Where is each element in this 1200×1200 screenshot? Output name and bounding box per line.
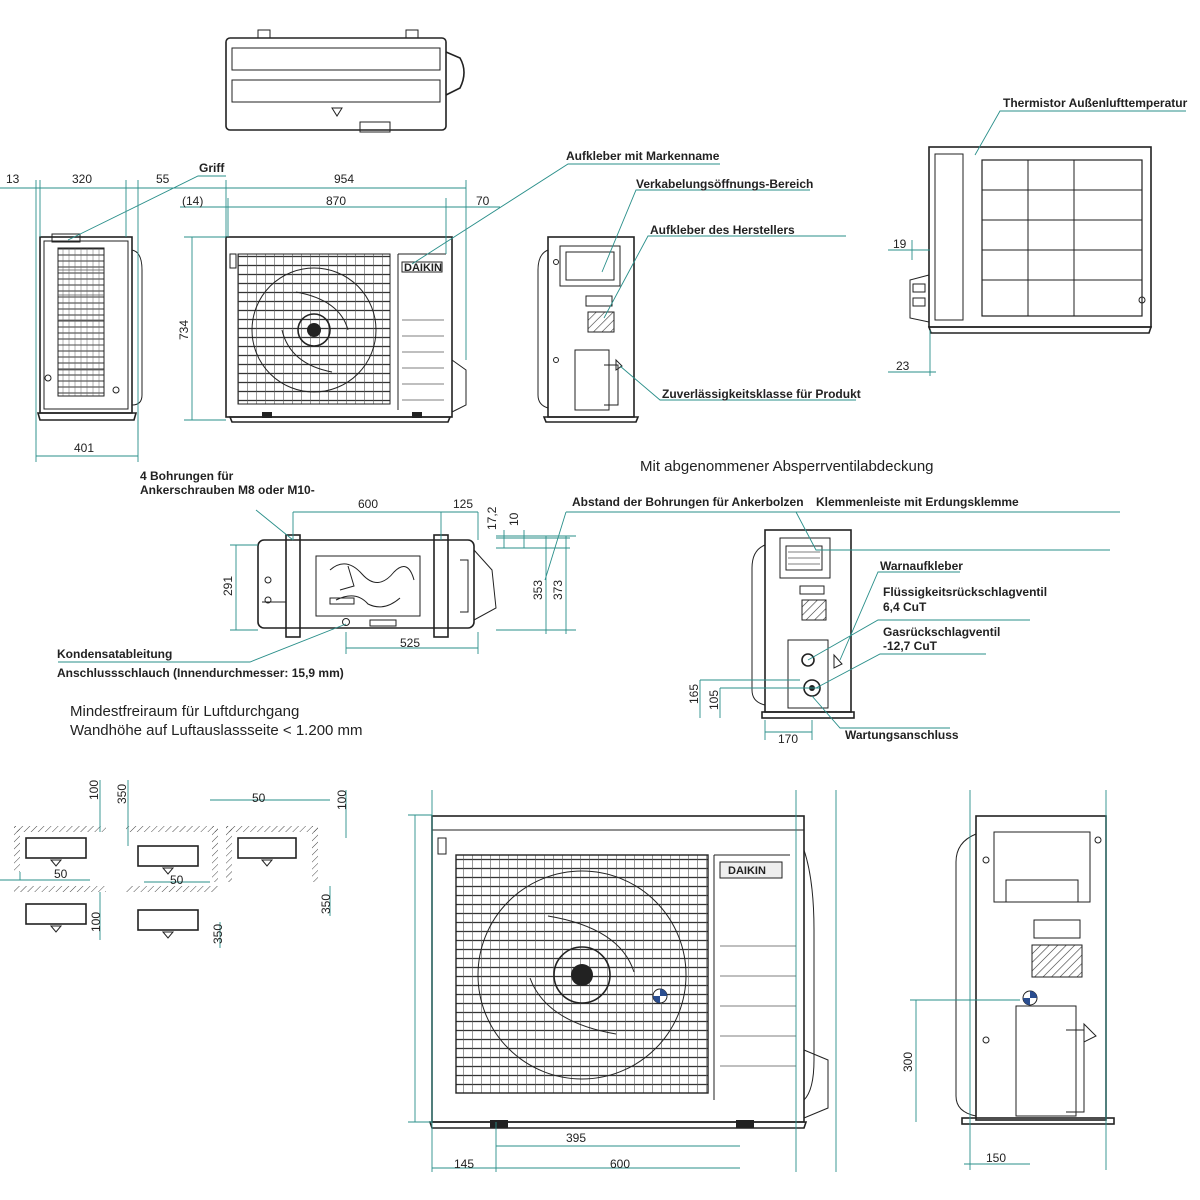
label-bohrungen-2: Ankerschrauben M8 oder M10- [140,483,315,497]
dim-55: 55 [156,172,170,186]
side-view-right [537,236,640,423]
label-kondensat-1: Kondensatableitung [57,647,172,661]
dim-70: 70 [476,194,490,208]
label-freiraum-1: Mindestfreiraum für Luftdurchgang [70,703,299,720]
label-mit-abgenommener: Mit abgenommener Absperrventilabdeckung [640,458,934,475]
big-145: 145 [454,1157,474,1171]
clear-100-c: 100 [89,912,103,932]
dim-165: 165 [687,684,701,704]
side-view-left [36,233,143,421]
bottom-view [257,534,497,638]
brand-badge-small: DAIKIN [404,262,442,274]
label-markenname: Aufkleber mit Markenname [566,149,720,163]
dimension-values: 13 320 55 954 (14) 870 70 734 401 19 23 … [6,172,1006,1171]
top-view [225,29,465,133]
dim-401: 401 [74,441,94,455]
label-griff: Griff [199,161,225,175]
clear-100-b: 100 [335,790,349,810]
label-kondensat-2: Anschlussschlauch (Innendurchmesser: 15,… [57,666,344,680]
dim-600-bottom: 600 [358,497,378,511]
label-gas-2: -12,7 CuT [883,639,938,653]
big-150: 150 [986,1151,1006,1165]
dim-105: 105 [707,690,721,710]
big-600: 600 [610,1157,630,1171]
label-gas-1: Gasrückschlagventil [883,625,1000,639]
label-zuverlaessigkeit: Zuverlässigkeitsklasse für Produkt [662,387,861,401]
label-abstand-bohrungen: Abstand der Bohrungen für Ankerbolzen [572,495,804,509]
label-klemmenleiste: Klemmenleiste mit Erdungsklemme [816,495,1019,509]
label-warnaufkleber: Warnaufkleber [880,559,963,573]
clear-350-a: 350 [115,784,129,804]
dim-954: 954 [334,172,354,186]
dim-734: 734 [177,320,191,340]
dim-353: 353 [531,580,545,600]
dim-373: 373 [551,580,565,600]
dim-23: 23 [896,359,910,373]
dim-170: 170 [778,732,798,746]
dimension-lines [0,110,1186,1172]
side-view-large [955,815,1115,1125]
label-freiraum-2: Wandhöhe auf Luftauslassseite < 1.200 mm [70,722,363,739]
clear-100-a: 100 [87,780,101,800]
rear-view [909,146,1153,334]
labels: Griff Aufkleber mit Markenname Verkabelu… [57,96,1188,742]
dim-291: 291 [221,576,235,596]
label-thermistor: Thermistor Außenlufttemperatur [1003,96,1188,110]
big-300: 300 [901,1052,915,1072]
label-hersteller: Aufkleber des Herstellers [650,223,795,237]
brand-badge-large: DAIKIN [728,865,766,877]
front-view-large [428,815,829,1129]
dim-19: 19 [893,237,907,251]
clear-50-a: 50 [252,791,266,805]
clearance-diagrams [14,826,318,939]
clear-50-c: 50 [170,873,184,887]
big-395: 395 [566,1131,586,1145]
valve-side-view [751,529,855,719]
label-fluessig-1: Flüssigkeitsrückschlagventil [883,585,1047,599]
dim-14: (14) [182,194,203,208]
dim-10: 10 [507,512,521,526]
datum-marker-icon [1022,990,1038,1006]
datum-marker-icon [652,988,668,1004]
dim-525: 525 [400,636,420,650]
front-view-top [225,236,467,423]
dim-125: 125 [453,497,473,511]
dim-870: 870 [326,194,346,208]
dim-17-2: 17,2 [485,506,499,530]
label-bohrungen-1: 4 Bohrungen für [140,469,234,483]
clear-350-c: 350 [211,924,225,944]
clear-50-b: 50 [54,867,68,881]
clear-350-b: 350 [319,894,333,914]
label-wartung: Wartungsanschluss [845,728,959,742]
label-verkabelung: Verkabelungsöffnungs-Bereich [636,177,813,191]
dim-320: 320 [72,172,92,186]
dim-13: 13 [6,172,20,186]
label-fluessig-2: 6,4 CuT [883,600,927,614]
